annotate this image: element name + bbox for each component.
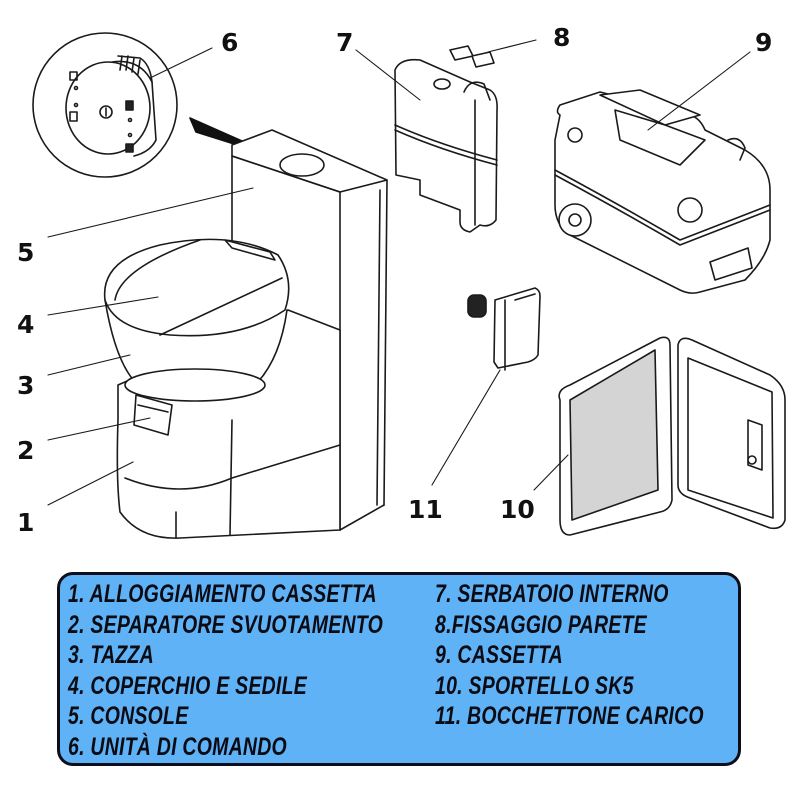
legend-item: 7. SERBATOIO INTERNO [435,580,669,608]
callout-8: 8 [553,23,571,52]
legend-item: 11. BOCCHETTONE CARICO [435,702,704,730]
legend-column-left: 1. ALLOGGIAMENTO CASSETTA 2. SEPARATORE … [68,579,472,762]
legend-item: 6. UNITÀ DI COMANDO [68,732,287,761]
legend-item: 1. ALLOGGIAMENTO CASSETTA [68,580,377,608]
wall-fixing [449,45,495,68]
console-body [231,129,388,531]
callout-1: 1 [17,508,35,537]
cassette-tank [554,89,771,294]
callout-4: 4 [17,310,35,339]
exploded-diagram [32,32,786,539]
control-unit-detail [32,32,178,178]
callout-9: 9 [755,28,773,57]
legend-item: 5. CONSOLE [68,702,189,730]
callout-7: 7 [336,28,354,57]
emptying-separator [133,394,173,436]
legend-item: 8.FISSAGGIO PARETE [435,610,647,639]
internal-tank [394,58,498,233]
callout-11: 11 [408,495,443,524]
callout-3: 3 [17,371,35,400]
lid-and-seat [103,238,290,337]
legend-item: 9. CASSETTA [435,641,563,669]
sk5-door [558,336,786,536]
filling-inlet [467,287,541,371]
callout-2: 2 [17,436,35,465]
callout-10: 10 [500,495,535,524]
parts-legend: 1. ALLOGGIAMENTO CASSETTA 2. SEPARATORE … [57,572,741,766]
legend-item: 4. COPERCHIO E SEDILE [68,671,307,700]
legend-item: 3. TAZZA [68,641,155,669]
legend-column-right: 7. SERBATOIO INTERNO 8.FISSAGGIO PARETE … [435,579,780,732]
legend-item: 2. SEPARATORE SVUOTAMENTO [68,610,384,639]
legend-item: 10. SPORTELLO SK5 [435,671,634,700]
callout-6: 6 [221,28,239,57]
callout-5: 5 [17,238,35,267]
